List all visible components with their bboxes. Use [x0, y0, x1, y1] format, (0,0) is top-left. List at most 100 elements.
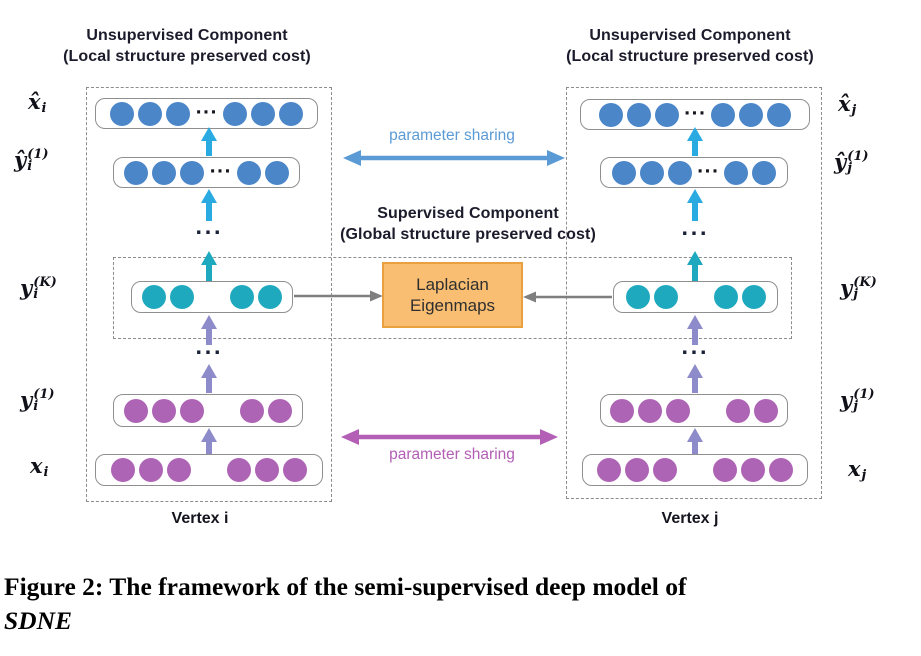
label-base: x [848, 455, 861, 481]
parameter-sharing-arrow-top [343, 150, 565, 166]
layer-yhat1-j: ··· [600, 157, 788, 188]
label-base: y [840, 274, 853, 300]
layer-y1-i [113, 394, 303, 427]
label-base: x [30, 452, 43, 478]
label-sup: (1) [33, 387, 55, 402]
neuron-node [110, 101, 135, 126]
label-yK-i: y (K)i [20, 274, 57, 302]
figure-caption: Figure 2: The framework of the semi-supe… [4, 570, 916, 638]
label-sub: i [43, 464, 49, 480]
neuron-node [752, 160, 777, 185]
neuron-node [713, 285, 738, 309]
label-x-j: x j [848, 455, 866, 482]
label-sub: i [41, 100, 47, 116]
label-sub: j [851, 102, 857, 118]
figure-caption-line2: SDNE [4, 606, 73, 635]
label-x-i: x i [30, 452, 49, 480]
vertex-i-label: Vertex i [171, 510, 229, 527]
neuron-node [610, 398, 634, 423]
parameter-sharing-label-top: parameter sharing [389, 127, 515, 144]
label-base: y [20, 386, 33, 412]
layer-xhat-i: ··· [95, 98, 318, 129]
neuron-node [713, 458, 737, 482]
supervised-title: Supervised Component (Global structure p… [318, 203, 618, 245]
neuron-node [724, 160, 749, 185]
neuron-node [726, 398, 750, 423]
parameter-sharing-label-bottom: parameter sharing [389, 446, 515, 463]
neuron-node [166, 101, 191, 126]
neuron-node [230, 285, 254, 309]
neuron-node [767, 102, 792, 127]
neuron-node [611, 160, 636, 185]
neuron-node [666, 398, 690, 423]
neuron-node [741, 285, 766, 309]
label-sub: j [853, 286, 858, 302]
label-yK-j: y (K)j [840, 274, 877, 302]
label-sub: i [27, 158, 33, 174]
unsupervised-title-right-line2: (Local structure preserved cost) [566, 48, 814, 65]
neuron-node [167, 458, 191, 482]
supervised-title-line2: (Global structure preserved cost) [340, 226, 596, 243]
neuron-node [240, 398, 264, 423]
label-sup: (K) [33, 275, 57, 290]
hidden-layers-ellipsis-lower-left: ··· [195, 341, 223, 364]
layer-yK-i [131, 281, 293, 313]
label-base: ŷ [14, 146, 27, 172]
label-sub: i [33, 286, 39, 302]
label-sub: j [847, 160, 852, 176]
label-y1-i: y (1)i [20, 386, 55, 413]
neuron-node [625, 285, 650, 309]
neuron-node [170, 285, 194, 309]
laplacian-eigenmaps-box: Laplacian Eigenmaps [382, 262, 523, 328]
layer-y1-j [600, 394, 788, 427]
unsupervised-frame-left [86, 87, 332, 502]
neuron-node [597, 458, 621, 482]
layer-x-i [95, 454, 323, 486]
unsupervised-title-left: Unsupervised Component (Local structure … [37, 25, 337, 67]
neuron-node [638, 398, 662, 423]
label-sub: j [853, 398, 858, 414]
neuron-node [653, 285, 678, 309]
neuron-node [258, 285, 282, 309]
label-base: y [20, 274, 33, 300]
neuron-node [639, 160, 664, 185]
label-base: x̂ [838, 90, 851, 116]
neuron-node [653, 458, 677, 482]
layer-xhat-j: ··· [580, 99, 810, 130]
label-base: y [840, 386, 853, 412]
neuron-node [598, 102, 623, 127]
row-ellipsis: ··· [209, 162, 232, 182]
neuron-node [250, 101, 275, 126]
row-ellipsis: ··· [683, 104, 707, 124]
neuron-node [625, 458, 649, 482]
laplacian-line2: Eigenmaps [409, 296, 496, 315]
neuron-node [124, 160, 149, 185]
label-sup: (K) [853, 275, 877, 290]
layer-x-j [582, 454, 808, 486]
row-ellipsis: ··· [696, 162, 720, 182]
laplacian-line1: Laplacian [416, 275, 489, 294]
layer-yK-j [613, 281, 778, 313]
label-base: x̂ [28, 88, 41, 114]
label-y1-j: y (1)j [840, 386, 875, 414]
neuron-node [741, 458, 765, 482]
neuron-node [222, 101, 247, 126]
neuron-node [769, 458, 793, 482]
neuron-node [152, 398, 176, 423]
neuron-node [180, 160, 205, 185]
neuron-node [138, 101, 163, 126]
label-base: ŷ [834, 148, 847, 174]
neuron-node [142, 285, 166, 309]
parameter-sharing-arrow-bottom [341, 429, 558, 445]
label-sup: (1) [853, 387, 875, 402]
neuron-node [654, 102, 679, 127]
hidden-layers-ellipsis-upper-right: ··· [681, 222, 709, 245]
label-yhat1-i: ŷ (1)i [14, 146, 49, 174]
unsupervised-title-left-line2: (Local structure preserved cost) [63, 48, 311, 65]
neuron-node [111, 458, 135, 482]
figure-caption-line1: Figure 2: The framework of the semi-supe… [4, 572, 687, 601]
neuron-node [268, 398, 292, 423]
label-sup: (1) [847, 149, 869, 164]
unsupervised-title-left-line1: Unsupervised Component [86, 27, 288, 44]
